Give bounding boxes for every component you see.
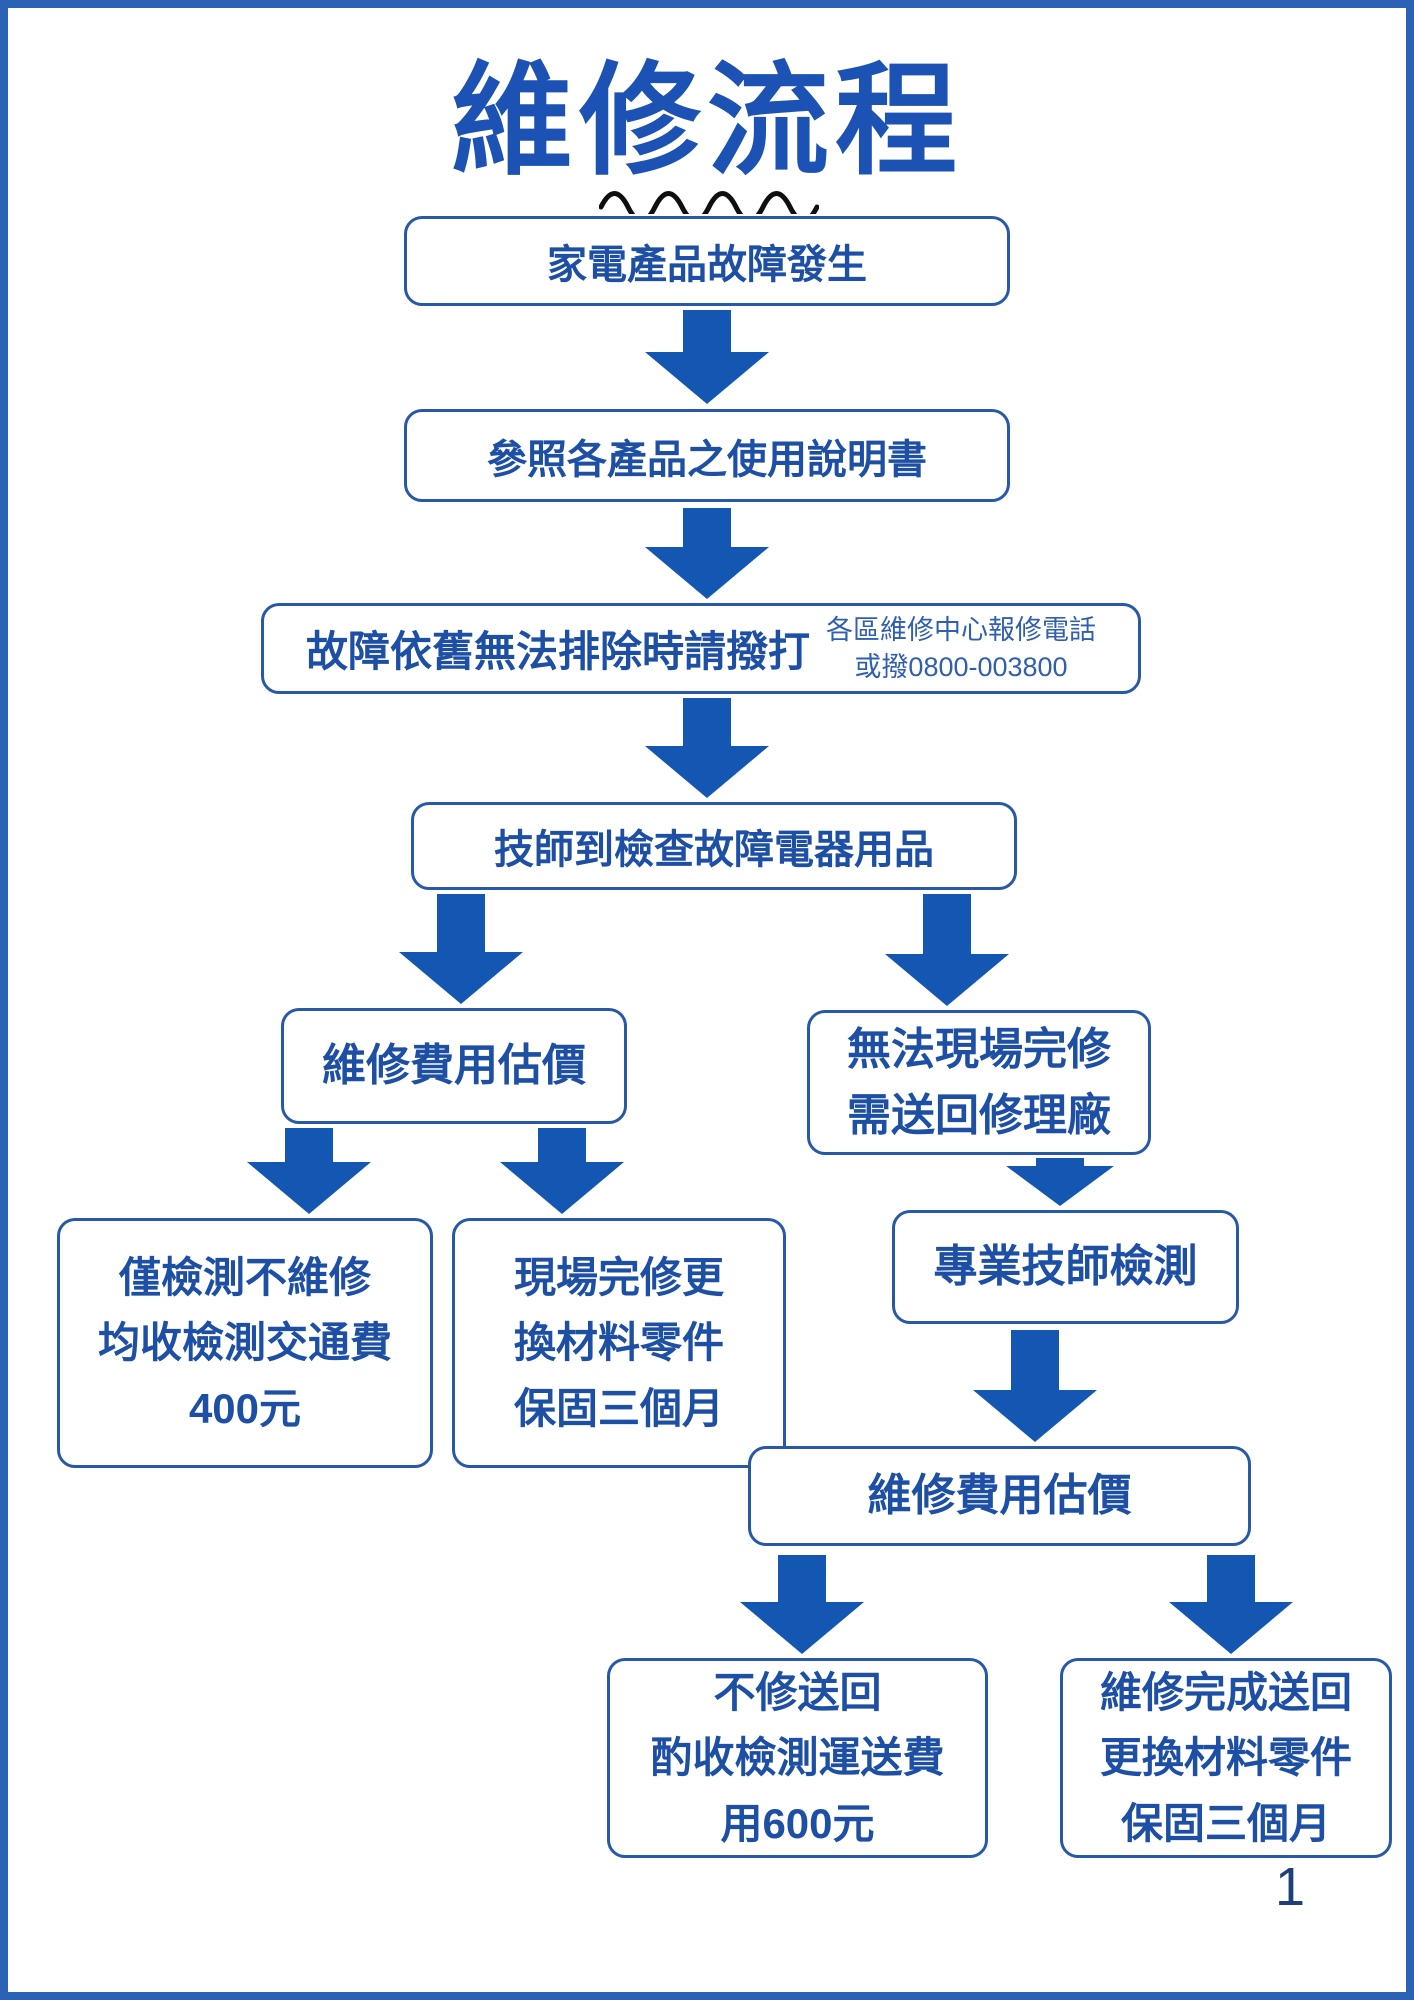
flow-box-line2: 酌收檢測運送費 bbox=[650, 1734, 945, 1782]
wavy-underline-icon bbox=[599, 191, 819, 214]
flow-box-label: 維修費用估價 bbox=[867, 1471, 1132, 1520]
page-title: 維修流程 bbox=[451, 53, 963, 189]
hotline-note-line2: 或撥0800-003800 bbox=[854, 651, 1068, 682]
flow-box-label: 技師到檢查故障電器用品 bbox=[494, 828, 934, 872]
down-arrow-icon bbox=[885, 894, 1009, 1006]
flow-box-label: 專業技師檢測 bbox=[933, 1242, 1198, 1291]
flow-box-label: 維修費用估價 bbox=[322, 1041, 586, 1090]
flow-box-line3: 用600元 bbox=[720, 1799, 875, 1847]
hotline-note-line1: 各區維修中心報修電話 bbox=[826, 615, 1096, 646]
flow-box-repair-done-return: 維修完成送回 更換材料零件 保固三個月 bbox=[1060, 1658, 1392, 1858]
page-number: 1 bbox=[1274, 1857, 1306, 1917]
down-arrow-icon bbox=[399, 894, 523, 1004]
flow-box-line2: 均收檢測交通費 bbox=[97, 1319, 392, 1367]
down-arrow-icon bbox=[1169, 1555, 1293, 1654]
flow-box-line3: 400元 bbox=[188, 1384, 302, 1432]
down-arrow-icon bbox=[247, 1128, 371, 1214]
down-arrow-icon bbox=[645, 508, 769, 599]
flow-box-line3: 保固三個月 bbox=[1120, 1799, 1331, 1847]
flow-box-line1: 無法現場完修 bbox=[847, 1024, 1111, 1074]
flow-box-technician-check: 技師到檢查故障電器用品 bbox=[411, 802, 1017, 890]
flow-box-line1: 現場完修更 bbox=[513, 1254, 724, 1302]
down-arrow-icon bbox=[645, 310, 769, 404]
flow-box-label: 故障依舊無法排除時請撥打 bbox=[305, 628, 810, 675]
down-arrow-icon bbox=[740, 1555, 864, 1654]
down-arrow-icon bbox=[645, 698, 769, 798]
down-arrow-icon bbox=[500, 1128, 624, 1214]
flow-box-line2: 更換材料零件 bbox=[1099, 1734, 1352, 1782]
flow-box-line3: 保固三個月 bbox=[513, 1384, 724, 1432]
flow-box-refer-manual: 參照各產品之使用說明書 bbox=[404, 409, 1010, 502]
flow-box-no-repair-return-fee: 不修送回 酌收檢測運送費 用600元 bbox=[607, 1658, 988, 1858]
flow-box-line1: 僅檢測不維修 bbox=[118, 1254, 371, 1302]
flow-box-line1: 維修完成送回 bbox=[1099, 1669, 1352, 1717]
down-arrow-icon bbox=[973, 1330, 1097, 1442]
flow-box-failure-occurs: 家電產品故障發生 bbox=[404, 216, 1010, 306]
hotline-note: 各區維修中心報修電話 或撥0800-003800 bbox=[826, 612, 1096, 685]
flow-box-line2: 需送回修理廠 bbox=[847, 1090, 1111, 1140]
flow-box-inspect-only-fee: 僅檢測不維修 均收檢測交通費 400元 bbox=[57, 1218, 433, 1468]
flow-box-pro-technician-inspect: 專業技師檢測 bbox=[892, 1210, 1239, 1324]
flow-box-line1: 不修送回 bbox=[713, 1669, 882, 1717]
flow-box-label: 家電產品故障發生 bbox=[547, 243, 867, 287]
flow-box-repair-estimate: 維修費用估價 bbox=[281, 1008, 627, 1124]
flow-box-onsite-repair-warranty: 現場完修更 換材料零件 保固三個月 bbox=[452, 1218, 786, 1468]
flow-box-line2: 換材料零件 bbox=[513, 1319, 724, 1367]
flow-box-repair-estimate-2: 維修費用估價 bbox=[748, 1446, 1251, 1546]
flow-box-call-hotline: 故障依舊無法排除時請撥打 各區維修中心報修電話 或撥0800-003800 bbox=[261, 603, 1141, 694]
flow-box-label: 參照各產品之使用說明書 bbox=[487, 437, 927, 482]
down-arrow-icon bbox=[998, 1158, 1122, 1206]
flow-box-cannot-fix-onsite: 無法現場完修 需送回修理廠 bbox=[807, 1010, 1151, 1155]
